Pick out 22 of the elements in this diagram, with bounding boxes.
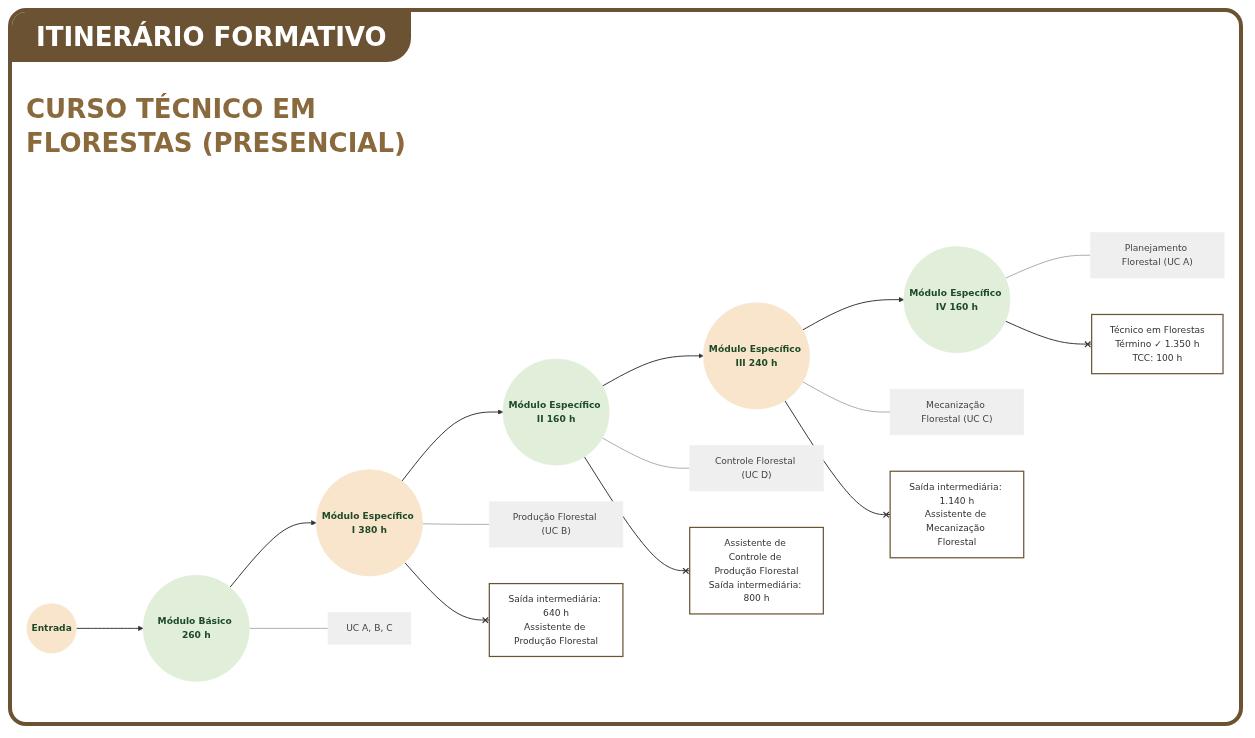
node-circle: Módulo Específico II 160 h <box>502 358 610 466</box>
node-box: Mecanização Florestal (UC C) <box>889 388 1025 436</box>
node-box: Assistente de Controle de Produção Florestal Saída intermediária: 800 h <box>689 526 824 615</box>
node-circle: Módulo Específico III 240 h <box>703 302 810 410</box>
connector <box>602 437 691 469</box>
connector <box>249 628 329 629</box>
node-box: Produção Florestal (UC B) <box>489 501 624 548</box>
connector <box>1005 254 1091 279</box>
node-circle: Módulo Básico 260 h <box>142 574 250 682</box>
node-box: Saída intermediária: 640 h Assistente de Produção Florestal <box>488 582 624 658</box>
connector <box>422 523 490 525</box>
node-circle: Módulo Específico IV 160 h <box>903 246 1011 354</box>
node-box: UC A, B, C <box>327 612 412 645</box>
title-banner: ITINERÁRIO FORMATIVO <box>12 12 411 62</box>
node-box: Técnico em Florestas Término ✓ 1.350 h TCC: 100 h <box>1091 313 1224 375</box>
node-box: Planejamento Florestal (UC A) <box>1090 232 1225 279</box>
subtitle: CURSO TÉCNICO EM FLORESTAS (PRESENCIAL) <box>26 92 407 160</box>
node-box: Saída intermediária: 1.140 h Assistente de Mecanização Florestal <box>889 470 1025 559</box>
node-circle: Módulo Específico I 380 h <box>315 469 423 577</box>
connector <box>802 381 891 413</box>
node-box: Controle Florestal (UC D) <box>689 445 824 492</box>
node-circle: Entrada <box>26 603 77 654</box>
